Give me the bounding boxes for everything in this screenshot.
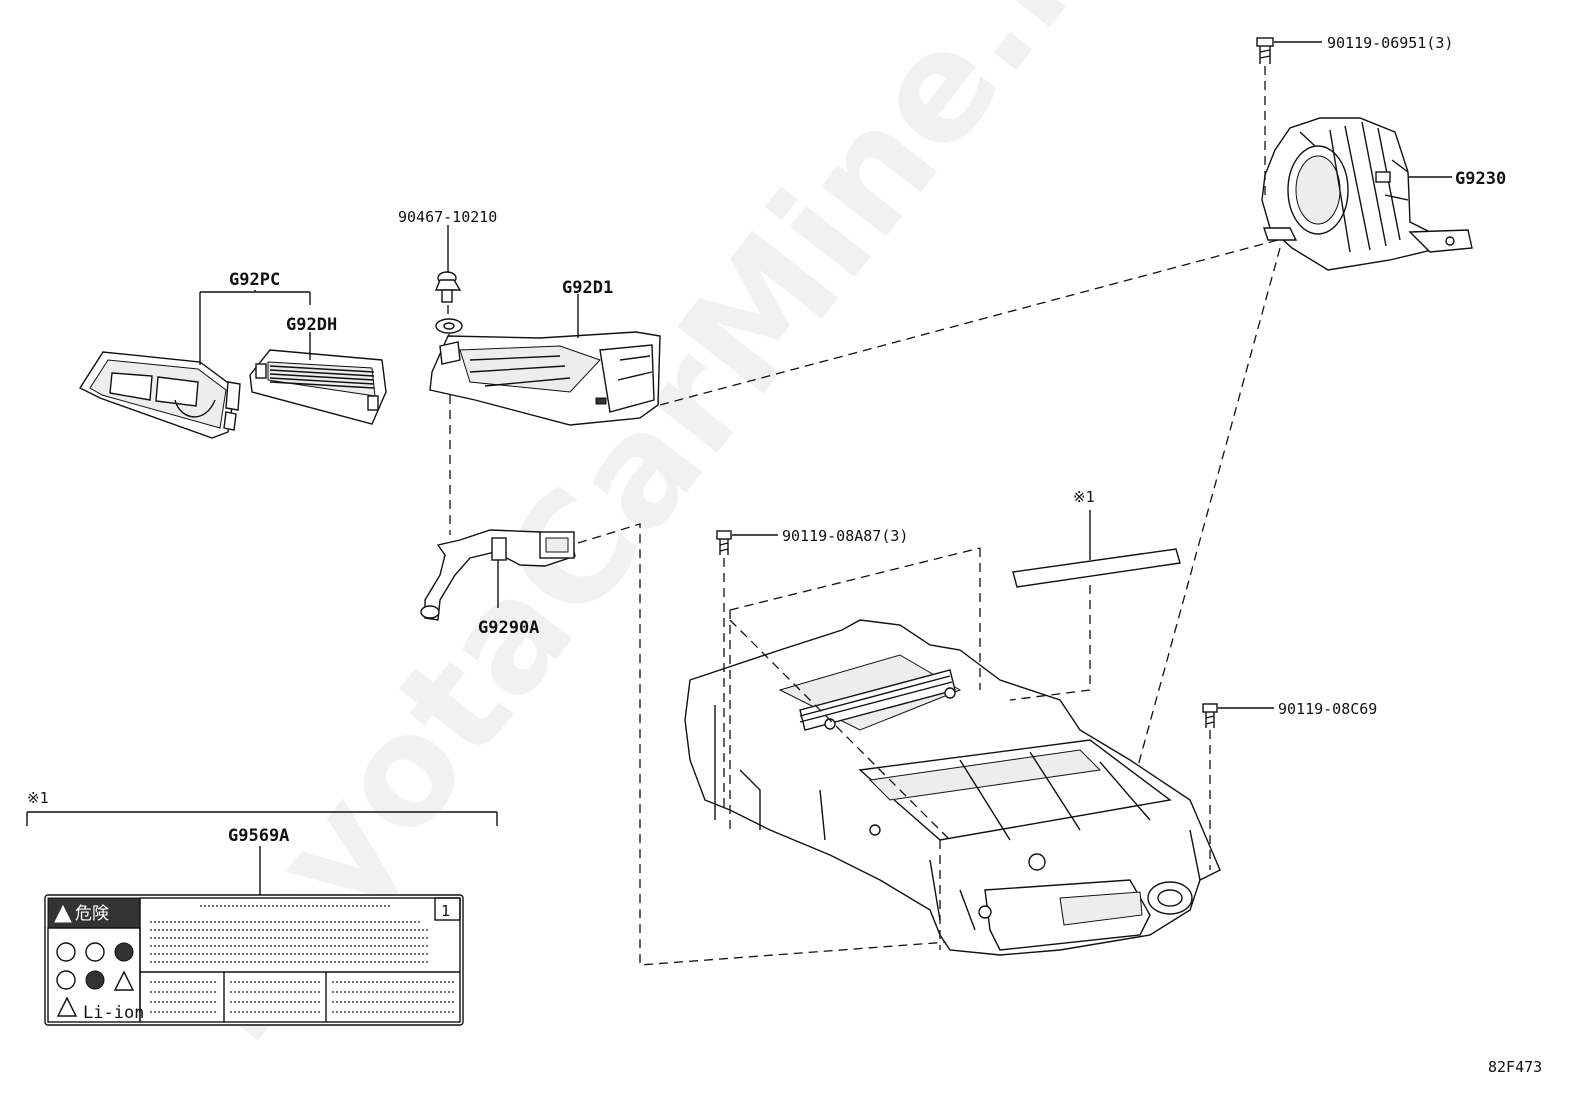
label-bolt-top-part-number: 90119-06951(3)	[1327, 34, 1453, 52]
bolt-mid-drawing	[716, 530, 732, 555]
harness-to-battery-dash	[577, 523, 949, 966]
diagram-code: 82F473	[1488, 1058, 1542, 1076]
g9290a-harness-drawing	[420, 529, 576, 621]
clip-drawing	[434, 271, 463, 334]
label-ref-card: ※1	[27, 789, 49, 807]
label-g92pc: G92PC	[229, 270, 280, 290]
g92dh-filter-element-drawing	[249, 349, 387, 425]
bolt-right-drawing	[1202, 703, 1218, 728]
label-sticker-drawing	[1012, 548, 1181, 588]
g92d1-duct-drawing	[429, 331, 661, 426]
warning-label-card: 危険 1 Li-ion	[44, 894, 464, 1026]
battery-assembly-drawing	[684, 547, 1221, 956]
label-clip-part-number: 90467-10210	[398, 208, 497, 226]
label-g9290a: G9290A	[478, 618, 539, 638]
label-g92dh: G92DH	[286, 315, 337, 335]
label-g92d1: G92D1	[562, 278, 613, 298]
g9569a-bracket	[26, 811, 498, 895]
label-g9569a: G9569A	[228, 826, 289, 846]
label-card-title: 危険	[75, 904, 109, 924]
g92pc-filter-case-drawing	[78, 351, 241, 439]
label-card-number: 1	[441, 902, 450, 920]
g92pc-leader	[199, 290, 311, 365]
bolt-top-drawing	[1256, 37, 1274, 64]
label-g9230: G9230	[1455, 169, 1506, 189]
label-bolt-mid-part-number: 90119-08A87(3)	[782, 527, 908, 545]
label-bolt-right-part-number: 90119-08C69	[1278, 700, 1377, 718]
g9230-blower-drawing	[1261, 117, 1473, 271]
label-card-battery-type: Li-ion	[83, 1003, 144, 1023]
label-ref-sticker: ※1	[1073, 488, 1095, 506]
duct-to-blower-dash	[659, 239, 1279, 406]
